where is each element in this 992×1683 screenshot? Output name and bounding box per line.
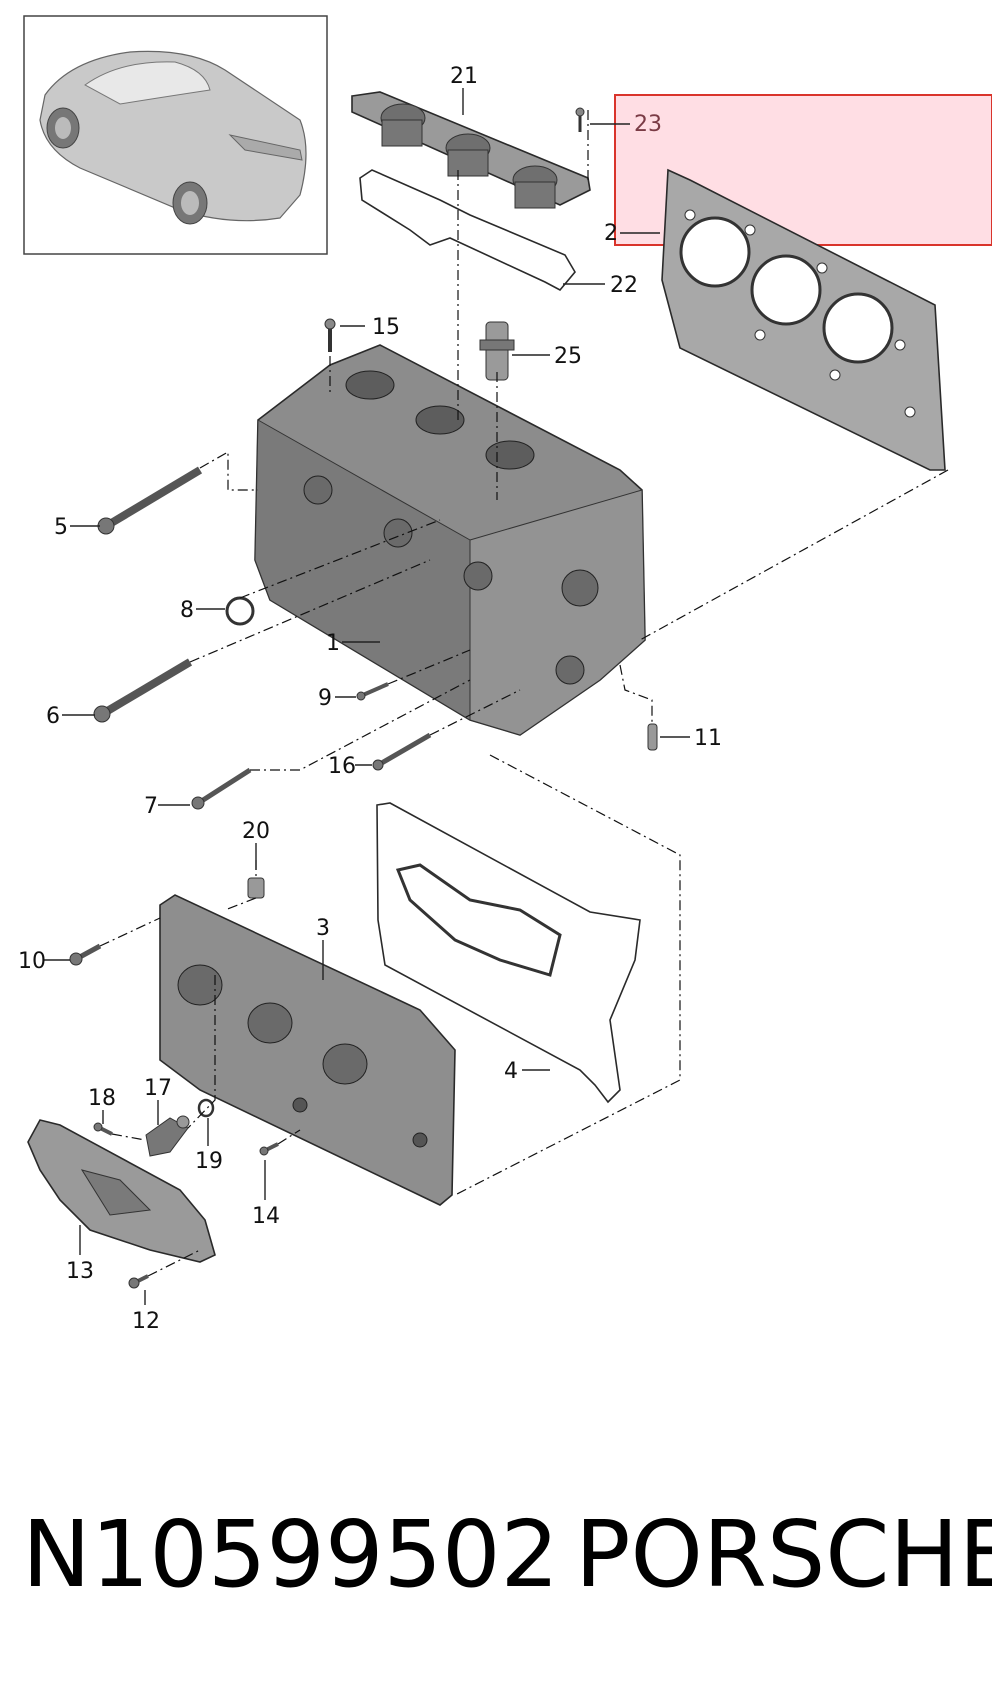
part-17-sensor xyxy=(145,1115,190,1157)
callout-22: 22 xyxy=(610,273,638,298)
part-2-head-gasket xyxy=(661,168,946,471)
part-16-bolt xyxy=(372,732,432,771)
part-12-bolt xyxy=(128,1274,149,1289)
callout-6: 6 xyxy=(46,704,60,729)
leader-lines xyxy=(44,88,690,1305)
part-13-heat-shield xyxy=(27,1119,216,1263)
callout-13: 13 xyxy=(66,1259,94,1284)
part-23-bolt xyxy=(575,107,585,132)
part-19-o-ring xyxy=(197,1098,215,1118)
part-21-upper-housing xyxy=(351,91,591,209)
part-25-sensor xyxy=(479,321,515,381)
callout-20: 20 xyxy=(242,819,270,844)
part-number: N10599502 xyxy=(22,1501,560,1608)
callout-23: 23 xyxy=(634,112,662,137)
part-4-valve-cover-gasket xyxy=(376,802,641,1104)
callout-15: 15 xyxy=(372,315,400,340)
callout-17: 17 xyxy=(144,1076,172,1101)
callout-18: 18 xyxy=(88,1086,116,1111)
callout-1: 1 xyxy=(326,631,340,656)
callout-19: 19 xyxy=(195,1149,223,1174)
catalog-caption: N10599502 PORSCHE xyxy=(0,1500,992,1620)
callout-4: 4 xyxy=(504,1059,518,1084)
callout-8: 8 xyxy=(180,598,194,623)
callout-3: 3 xyxy=(316,916,330,941)
callout-labels: 21 23 2 22 15 25 5 8 1 9 6 11 16 7 20 3 … xyxy=(18,64,722,1334)
part-15-bolt xyxy=(324,318,336,352)
callout-16: 16 xyxy=(328,754,356,779)
part-3-valve-cover xyxy=(159,894,456,1206)
callout-12: 12 xyxy=(132,1309,160,1334)
part-9-bolt xyxy=(356,682,389,701)
part-8-o-ring xyxy=(225,596,255,626)
part-10-bolt xyxy=(69,943,102,966)
part-7-bolt xyxy=(191,767,252,810)
car-thumbnail xyxy=(23,15,328,255)
part-4-inner-gasket xyxy=(395,863,562,977)
part-1-cylinder-head xyxy=(254,344,646,736)
callout-9: 9 xyxy=(318,686,332,711)
part-14-bolt xyxy=(259,1142,279,1156)
part-11-dowel xyxy=(647,723,658,751)
callout-21: 21 xyxy=(450,64,478,89)
callout-2: 2 xyxy=(604,221,618,246)
callout-7: 7 xyxy=(144,794,158,819)
callout-5: 5 xyxy=(54,515,68,540)
brand-name: PORSCHE xyxy=(575,1501,992,1608)
callout-11: 11 xyxy=(694,726,722,751)
callout-10: 10 xyxy=(18,949,46,974)
assembly-lines xyxy=(99,110,949,1277)
part-5-long-bolt xyxy=(97,466,203,535)
callout-14: 14 xyxy=(252,1204,280,1229)
part-6-long-bolt xyxy=(93,658,193,723)
part-20-bushing xyxy=(247,877,265,899)
callout-25: 25 xyxy=(554,344,582,369)
part-18-bolt xyxy=(93,1122,113,1136)
part-22-gasket xyxy=(359,169,576,292)
